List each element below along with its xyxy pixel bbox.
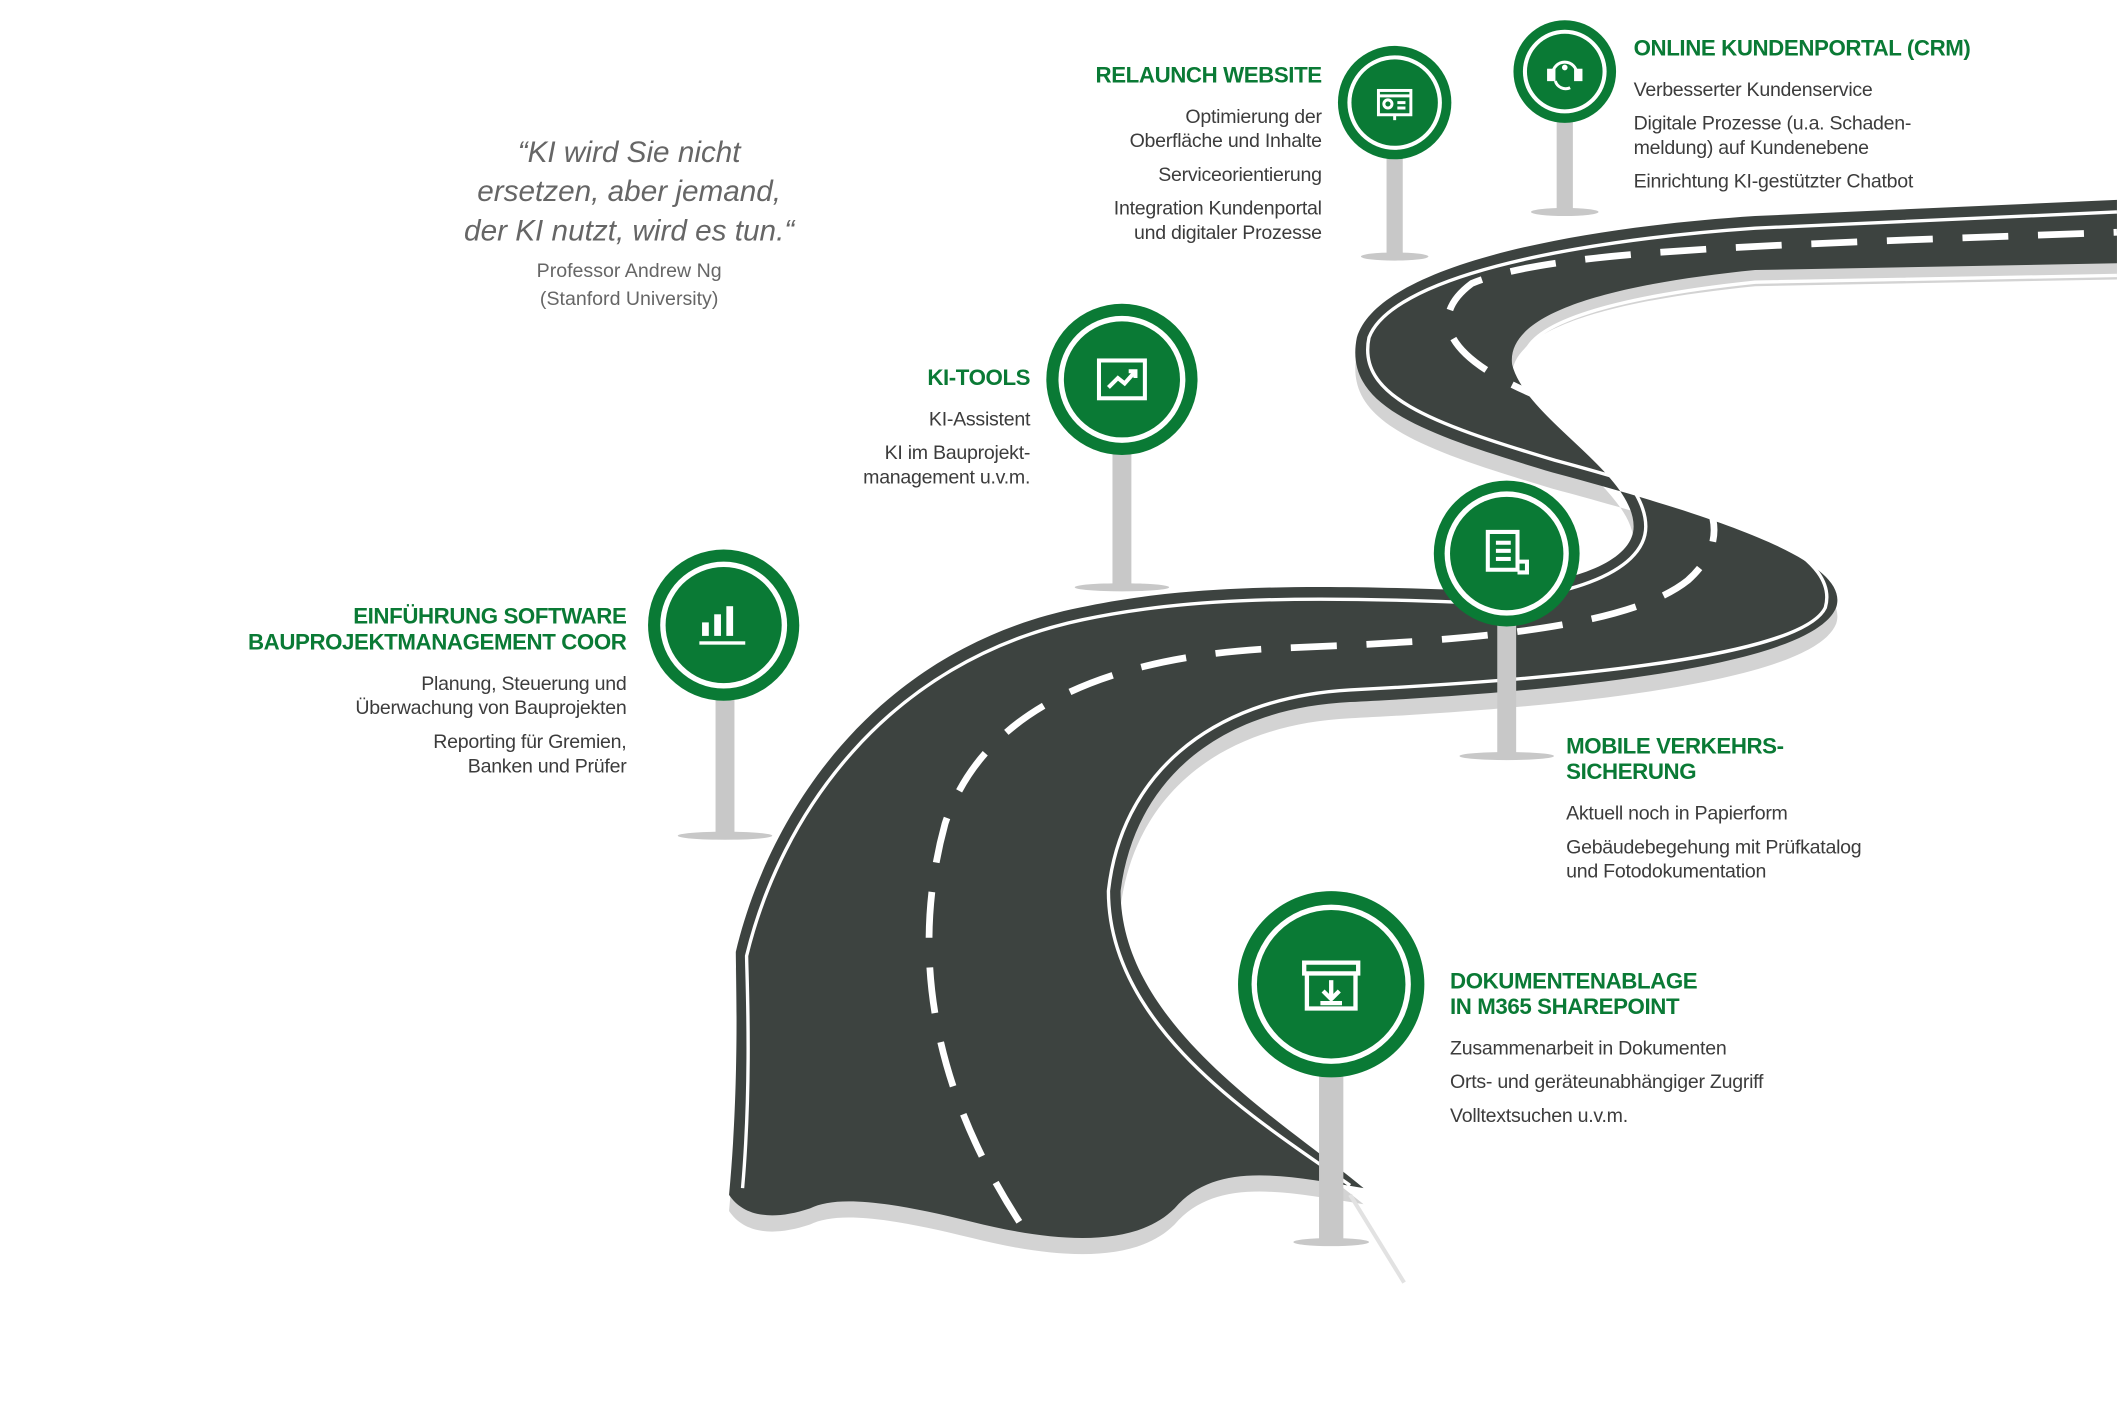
milestone-title: MOBILE VERKEHRS- SICHERUNG — [1566, 734, 1784, 785]
milestone-title: KI-TOOLS — [927, 365, 1031, 391]
quote-block: “KI wird Sie nicht ersetzen, aber jemand… — [405, 132, 853, 314]
milestone-title: EINFÜHRUNG SOFTWARE BAUPROJEKTMANAGEMENT… — [247, 604, 627, 655]
sign-pole — [1319, 1066, 1344, 1243]
sign-pole — [715, 688, 735, 835]
milestone-item: Gebäudebegehung mit Prüfkatalog und Foto… — [1566, 837, 1862, 883]
road-edge-line-right — [1106, 210, 2117, 1187]
sign-relaunch-website — [1337, 45, 1452, 160]
milestone-dokumentenablage: DOKUMENTENABLAGE IN M365 SHAREPOINT Zusa… — [1450, 969, 1763, 1138]
sign-pole — [1497, 614, 1517, 757]
road-edge-line-left — [740, 273, 2117, 1189]
sign-pole — [1556, 114, 1573, 212]
road-reflection — [1348, 1193, 1406, 1284]
pole-base — [677, 831, 773, 840]
milestone-item: Volltextsuchen u.v.m. — [1450, 1105, 1628, 1128]
milestone-online-kundenportal: ONLINE KUNDENPORTAL (CRM) Verbesserter K… — [1634, 36, 1971, 203]
milestone-title: RELAUNCH WEBSITE — [1095, 63, 1323, 88]
milestone-ki-tools: KI-TOOLS KI-Assistent KI im Bauprojekt- … — [863, 366, 1030, 500]
milestone-item: Verbesserter Kundenservice — [1633, 79, 1873, 102]
sign-pole — [1386, 148, 1403, 257]
pole-base — [1459, 752, 1554, 761]
headset-icon — [1547, 60, 1583, 91]
sign-pole — [1112, 445, 1132, 588]
milestone-item: KI-Assistent — [928, 409, 1031, 431]
pole-base — [1293, 1238, 1370, 1247]
sign-einfuehrung — [648, 549, 800, 701]
trend-chart-icon — [1096, 358, 1147, 401]
quote-author: Professor Andrew Ng (Stanford University… — [536, 260, 722, 311]
pole-base — [1360, 252, 1429, 261]
milestone-item: Integration Kundenportal und digitaler P… — [1113, 198, 1322, 245]
milestone-title: DOKUMENTENABLAGE IN M365 SHAREPOINT — [1450, 969, 1698, 1020]
milestone-item: Planung, Steuerung und Überwachung von B… — [355, 673, 627, 720]
sign-mobile-verkehrssicherung — [1433, 480, 1580, 627]
milestone-item: Zusammenarbeit in Dokumenten — [1450, 1038, 1727, 1060]
sign-ki-tools — [1046, 303, 1198, 455]
archive-download-icon — [1302, 960, 1361, 1011]
milestone-item: Serviceorientierung — [1158, 164, 1322, 187]
road-surface — [729, 199, 2117, 1238]
bar-chart-icon — [699, 606, 746, 645]
milestone-mobile-verkehrssicherung: MOBILE VERKEHRS- SICHERUNG Aktuell noch … — [1566, 734, 1862, 893]
milestone-item: Orts- und geräteunabhängiger Zugriff — [1450, 1071, 1764, 1094]
milestone-einfuehrung-software: EINFÜHRUNG SOFTWARE BAUPROJEKTMANAGEMENT… — [247, 604, 627, 789]
sign-dokumentenablage — [1238, 891, 1425, 1078]
milestone-item: Digitale Prozesse (u.a. Schaden- meldung… — [1633, 113, 1912, 160]
pole-base — [1531, 207, 1599, 217]
milestone-item: KI im Bauprojekt- management u.v.m. — [863, 442, 1031, 489]
milestone-title: ONLINE KUNDENPORTAL (CRM) — [1633, 36, 1971, 61]
sign-online-kundenportal — [1513, 20, 1617, 123]
milestone-item: Aktuell noch in Papierform — [1566, 803, 1788, 825]
milestone-item: Einrichtung KI-gestützter Chatbot — [1633, 171, 1914, 194]
presentation-board-icon — [1376, 88, 1413, 121]
milestone-item: Optimierung der Oberfläche und Inhalte — [1129, 106, 1322, 153]
document-icon — [1485, 529, 1529, 575]
pole-base — [1074, 583, 1170, 592]
milestone-item: Reporting für Gremien, Banken und Prüfer — [433, 731, 627, 778]
quote-text: “KI wird Sie nicht ersetzen, aber jemand… — [464, 135, 795, 248]
road-center-dashes — [925, 228, 2117, 1224]
milestone-relaunch-website: RELAUNCH WEBSITE Optimierung der Oberflä… — [1095, 63, 1323, 255]
